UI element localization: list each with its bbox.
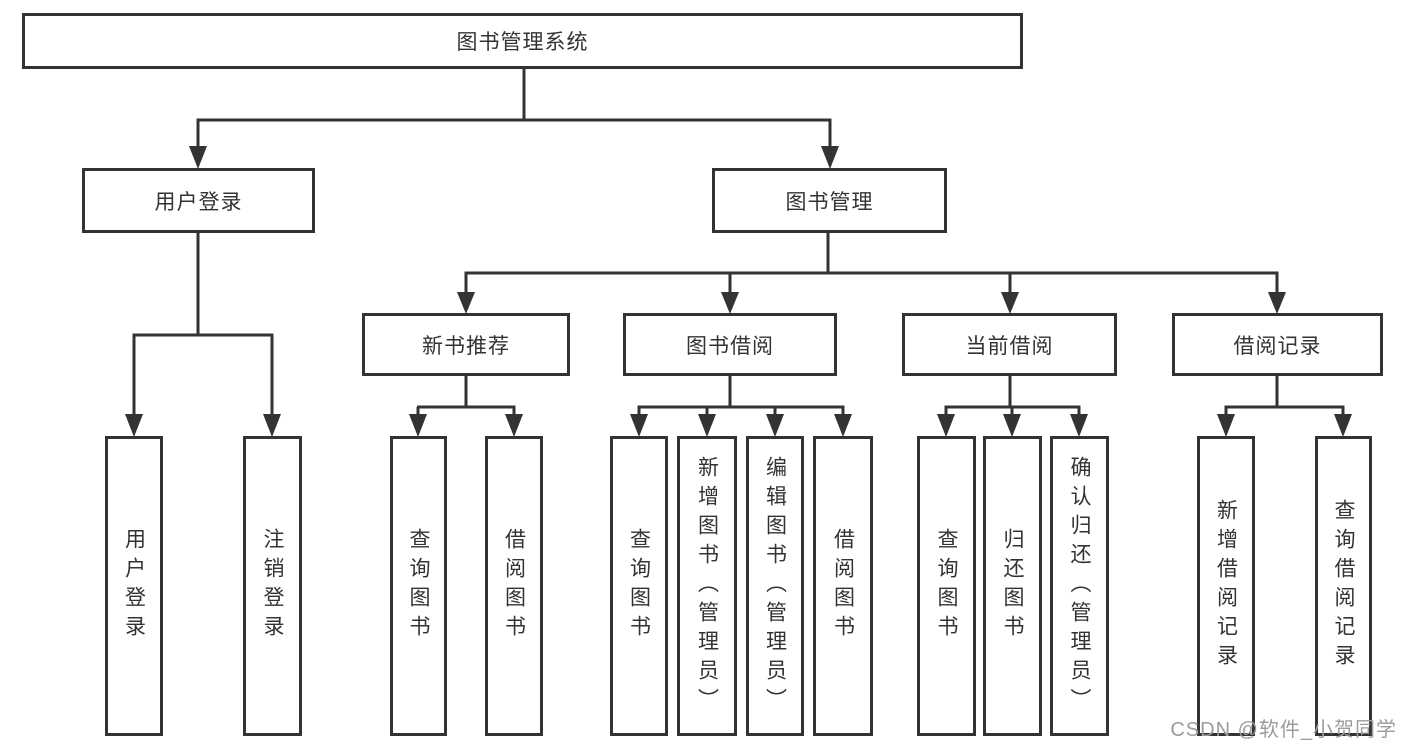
csdn-watermark: CSDN @软件_小贺同学 <box>1170 719 1397 741</box>
node-label: 图书管理 <box>785 190 874 214</box>
node-borrow-records: 借阅记录 <box>1172 313 1383 376</box>
node-label: 借阅记录 <box>1233 334 1322 358</box>
leaf-query-books-borrow: 查询图书 <box>610 436 668 736</box>
node-user-login: 用户登录 <box>82 168 315 233</box>
leaf-return-book: 归还图书 <box>983 436 1042 736</box>
leaf-edit-book-admin: 编辑图书（管理员） <box>746 436 804 736</box>
leaf-query-books-recommend: 查询图书 <box>390 436 447 736</box>
node-current-borrow: 当前借阅 <box>902 313 1117 376</box>
node-book-borrow: 图书借阅 <box>623 313 837 376</box>
node-label: 归还图书 <box>1001 528 1024 644</box>
node-library-system: 图书管理系统 <box>22 13 1023 69</box>
node-label: 图书借阅 <box>686 334 774 358</box>
leaf-borrow-books: 借阅图书 <box>813 436 873 736</box>
node-label: 查询图书 <box>935 528 958 644</box>
node-label: 查询图书 <box>627 528 651 644</box>
leaf-query-books-current: 查询图书 <box>917 436 976 736</box>
node-label: 新书推荐 <box>422 334 510 358</box>
leaf-add-borrow-record: 新增借阅记录 <box>1197 436 1255 736</box>
node-book-management: 图书管理 <box>712 168 947 233</box>
leaf-user-login: 用户登录 <box>105 436 163 736</box>
node-label: 查询图书 <box>407 528 430 644</box>
leaf-logout: 注销登录 <box>243 436 302 736</box>
node-label: 注销登录 <box>261 528 284 644</box>
node-label: 用户登录 <box>122 528 146 644</box>
leaf-add-book-admin: 新增图书（管理员） <box>677 436 737 736</box>
node-label: 借阅图书 <box>502 528 526 644</box>
node-label: 新增图书（管理员） <box>695 455 719 717</box>
node-label: 新增借阅记录 <box>1214 499 1238 673</box>
leaf-borrow-books-recommend: 借阅图书 <box>485 436 543 736</box>
node-new-book-recommend: 新书推荐 <box>362 313 570 376</box>
node-label: 借阅图书 <box>831 528 855 644</box>
node-label: 查询借阅记录 <box>1332 499 1355 673</box>
node-label: 用户登录 <box>154 190 243 214</box>
leaf-confirm-return-admin: 确认归还（管理员） <box>1050 436 1109 736</box>
leaf-query-borrow-record: 查询借阅记录 <box>1315 436 1372 736</box>
node-label: 确认归还（管理员） <box>1068 455 1091 717</box>
node-label: 编辑图书（管理员） <box>763 455 787 717</box>
node-label: 图书管理系统 <box>456 31 589 54</box>
node-label: 当前借阅 <box>965 334 1054 358</box>
